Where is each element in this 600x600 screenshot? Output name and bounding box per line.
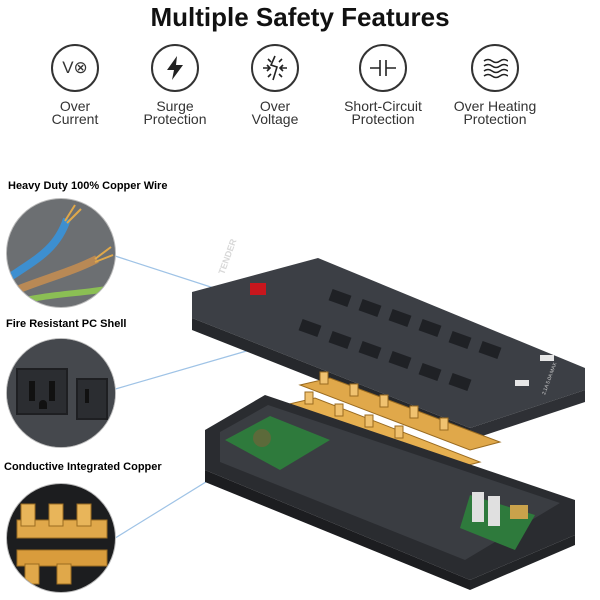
over-current-icon: V⊗ xyxy=(51,44,99,92)
feature-label: Over Voltage xyxy=(251,98,299,127)
power-strip-bottom-shell xyxy=(205,395,575,590)
usb-port xyxy=(515,380,529,386)
lightning-icon xyxy=(151,44,199,92)
power-switch xyxy=(250,283,266,295)
copper-busbars xyxy=(283,371,502,471)
feature-label: Short-Circuit Protection xyxy=(344,98,422,127)
brand-logo: TENDER xyxy=(216,237,238,276)
callout-copper: Conductive Integrated Copper xyxy=(4,461,162,473)
over-voltage-icon xyxy=(251,44,299,92)
feature-short-circuit: Short-Circuit Protection xyxy=(328,44,438,126)
callout-line xyxy=(111,349,251,391)
feature-label: Surge Protection xyxy=(143,98,207,127)
conductive-copper-photo xyxy=(6,483,116,593)
feature-over-voltage: Over Voltage xyxy=(220,44,330,126)
feature-label: Over Current xyxy=(51,98,99,127)
feature-over-heating: Over Heating Protection xyxy=(440,44,550,126)
heat-waves-icon xyxy=(471,44,519,92)
callout-copper-wire: Heavy Duty 100% Copper Wire xyxy=(8,180,168,192)
feature-over-current: V⊗ Over Current xyxy=(20,44,130,126)
feature-label: Over Heating Protection xyxy=(453,98,537,127)
usb-port xyxy=(540,355,554,361)
callout-line xyxy=(111,254,221,291)
callout-pc-shell: Fire Resistant PC Shell xyxy=(6,318,127,330)
feature-surge-protection: Surge Protection xyxy=(120,44,230,126)
short-circuit-icon xyxy=(359,44,407,92)
pc-shell-photo xyxy=(6,338,116,448)
page-title: Multiple Safety Features xyxy=(150,2,450,32)
